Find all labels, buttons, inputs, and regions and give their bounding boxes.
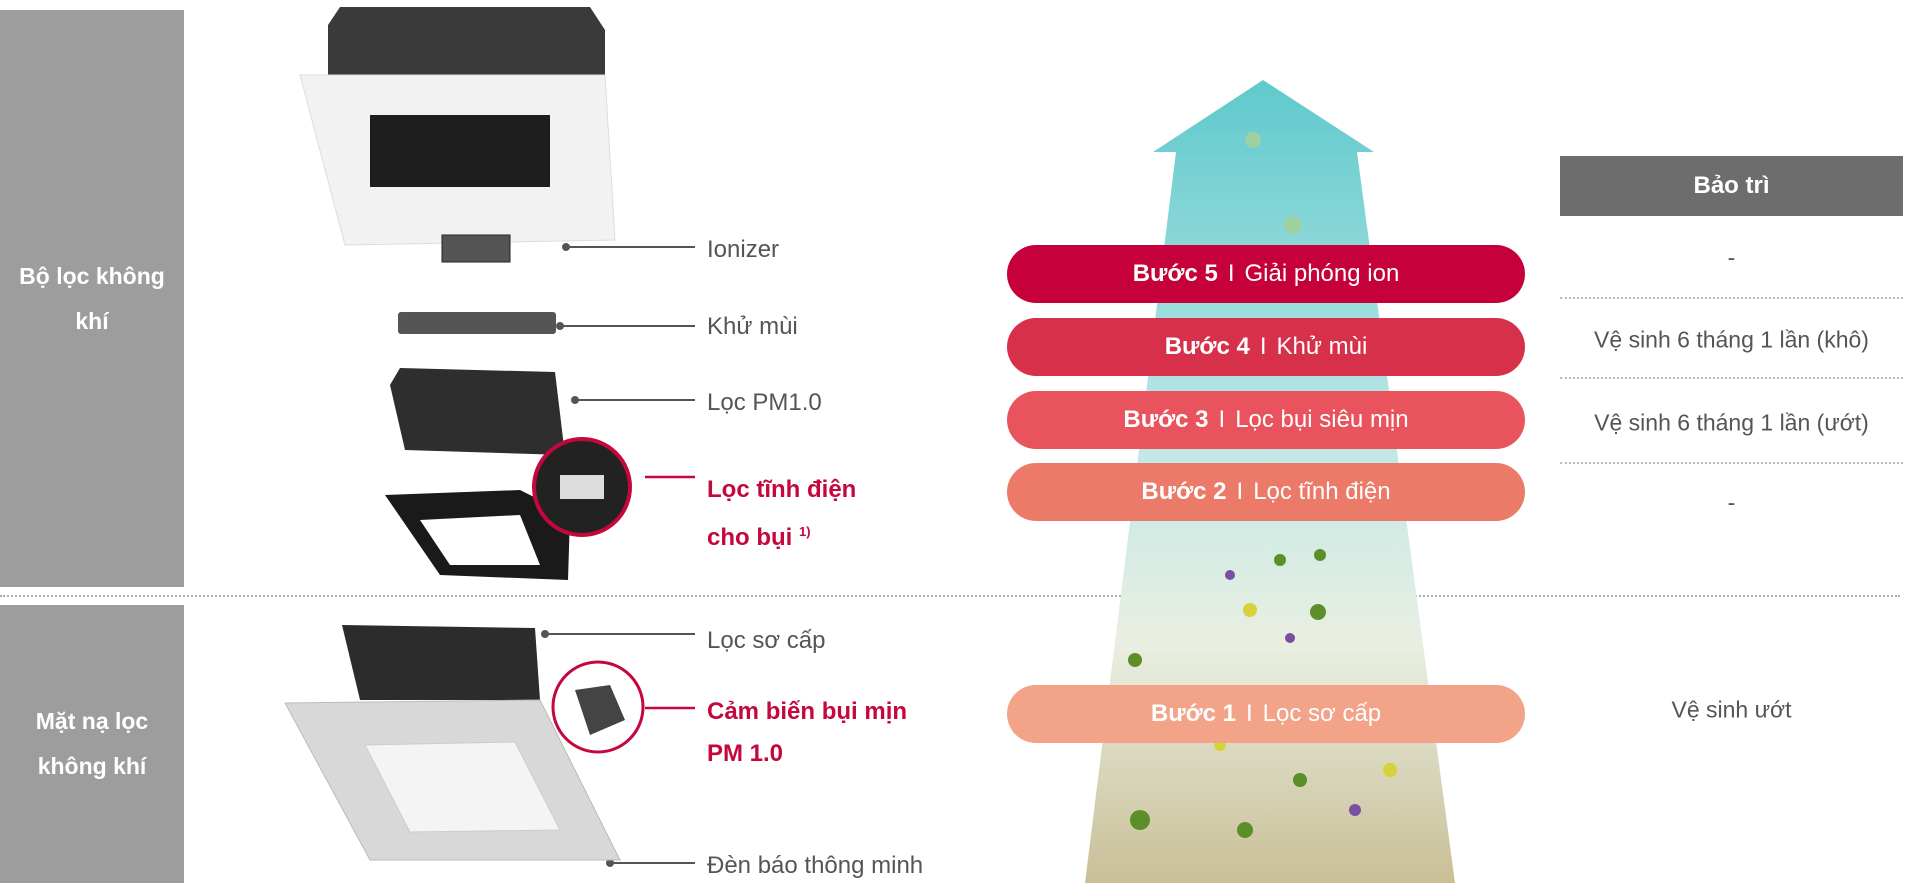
step-step: Bước 1 bbox=[1150, 700, 1236, 727]
step-sep: I bbox=[1218, 406, 1226, 433]
label-prefilter: Lọc sơ cấp bbox=[707, 627, 826, 654]
footnote-marker: 1) bbox=[799, 524, 811, 539]
step-pill: Bước 2 I Lọc tĩnh điện bbox=[1007, 463, 1525, 521]
step-label: Khử mùi bbox=[1276, 333, 1368, 360]
step-label: Lọc sơ cấp bbox=[1262, 700, 1382, 727]
label-electrostatic-filter: Lọc tĩnh điện cho bụi 1) bbox=[707, 469, 856, 559]
step-label: Giải phóng ion bbox=[1244, 260, 1400, 287]
electrostatic-filter-image bbox=[385, 437, 632, 580]
label-text: cho bụi bbox=[707, 524, 793, 551]
deodorizer-image bbox=[398, 312, 556, 334]
step-pill: Bước 4 I Khử mùi bbox=[1007, 318, 1525, 376]
step-sep: I bbox=[1246, 700, 1253, 727]
step-step: Bước 3 bbox=[1123, 406, 1209, 433]
step-pill: Bước 1 I Lọc sơ cấp bbox=[1007, 685, 1525, 743]
cassette-unit-image bbox=[299, 7, 616, 263]
step-step: Bước 5 bbox=[1132, 260, 1218, 287]
step-step: Bước 2 bbox=[1141, 478, 1227, 505]
maintenance-cell: Vệ sinh 6 tháng 1 lần (khô) bbox=[1594, 326, 1869, 353]
label-indicator: Đèn báo thông minh bbox=[707, 852, 924, 879]
step-step: Bước 4 bbox=[1164, 333, 1250, 360]
section-label-air-filter: Bộ lọc không khí bbox=[0, 10, 184, 587]
row-divider bbox=[1560, 377, 1903, 379]
label-pm10-filter: Lọc PM1.0 bbox=[707, 389, 822, 416]
front-panel-image bbox=[284, 699, 621, 861]
label-line: cho bụi 1) bbox=[707, 511, 856, 559]
step-sep: I bbox=[1236, 478, 1244, 505]
maintenance-cell: Vệ sinh 6 tháng 1 lần (ướt) bbox=[1594, 409, 1869, 436]
maintenance-header: Bảo trì bbox=[1560, 156, 1903, 216]
particles bbox=[1128, 132, 1397, 838]
step-pill: Bước 3 I Lọc bụi siêu mịn bbox=[1007, 391, 1525, 449]
section-label-filter-mask: Mặt nạ lọc không khí bbox=[0, 605, 184, 883]
row-divider bbox=[1560, 462, 1903, 464]
row-divider bbox=[1560, 297, 1903, 299]
step-label: Lọc bụi siêu mịn bbox=[1235, 406, 1409, 433]
section-divider bbox=[0, 595, 1900, 597]
maintenance-cell: Vệ sinh ướt bbox=[1671, 696, 1792, 723]
label-pm-sensor: Cảm biến bụi mịn PM 1.0 bbox=[707, 691, 907, 775]
step-sep: I bbox=[1259, 333, 1267, 360]
label-deodorizer: Khử mùi bbox=[707, 313, 798, 340]
step-label: Lọc tĩnh điện bbox=[1253, 478, 1391, 505]
label-line: Lọc tĩnh điện bbox=[707, 476, 857, 503]
pm10-filter-image bbox=[390, 368, 565, 455]
maintenance-cell: - bbox=[1727, 244, 1736, 271]
step-pill: Bước 5 I Giải phóng ion bbox=[1007, 245, 1525, 303]
pm-sensor-image bbox=[551, 660, 645, 754]
label-line: Cảm biến bụi mịn bbox=[707, 698, 908, 725]
label-ionizer: Ionizer bbox=[707, 236, 780, 263]
step-sep: I bbox=[1227, 260, 1235, 287]
maintenance-cell: - bbox=[1727, 489, 1736, 516]
label-line: PM 1.0 bbox=[707, 740, 784, 767]
prefilter-image bbox=[342, 625, 540, 700]
